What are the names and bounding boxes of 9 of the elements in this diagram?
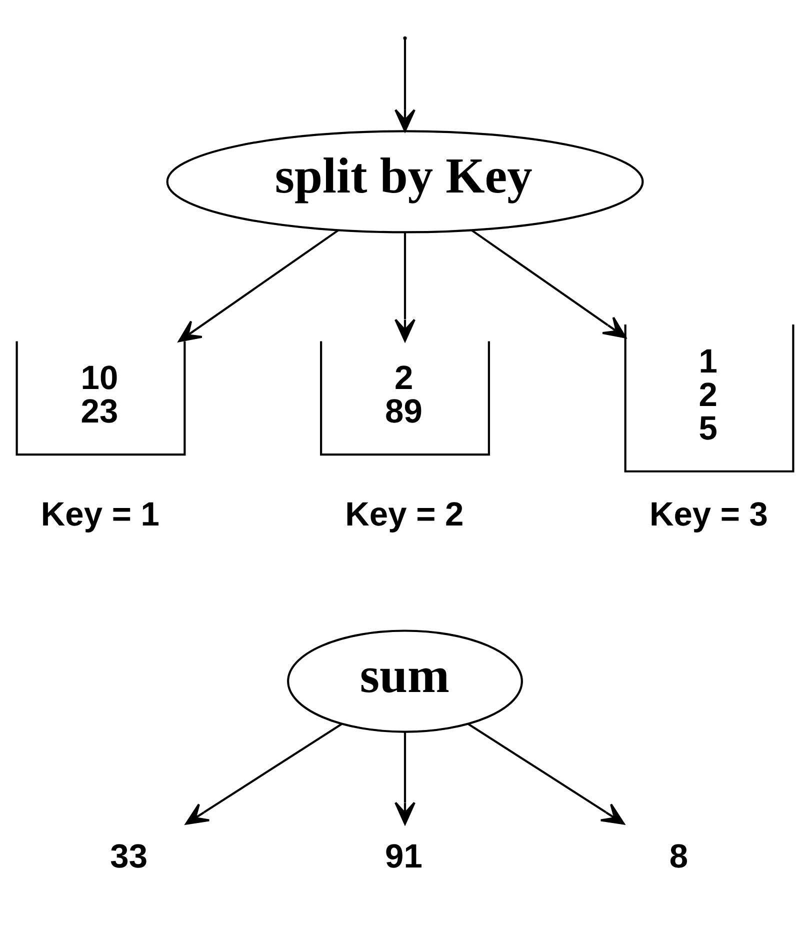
node-label: Key = 3 xyxy=(649,496,768,534)
node-text: 10 23 xyxy=(80,360,118,431)
node-label: Key = 1 xyxy=(40,496,160,534)
node-text: 1 2 5 xyxy=(698,343,718,448)
node-text: 33 xyxy=(110,838,148,876)
node-text: 2 89 xyxy=(385,360,422,431)
node-text: 91 xyxy=(385,838,422,876)
node-text: 8 xyxy=(669,838,688,876)
node-label: Key = 2 xyxy=(345,496,464,534)
